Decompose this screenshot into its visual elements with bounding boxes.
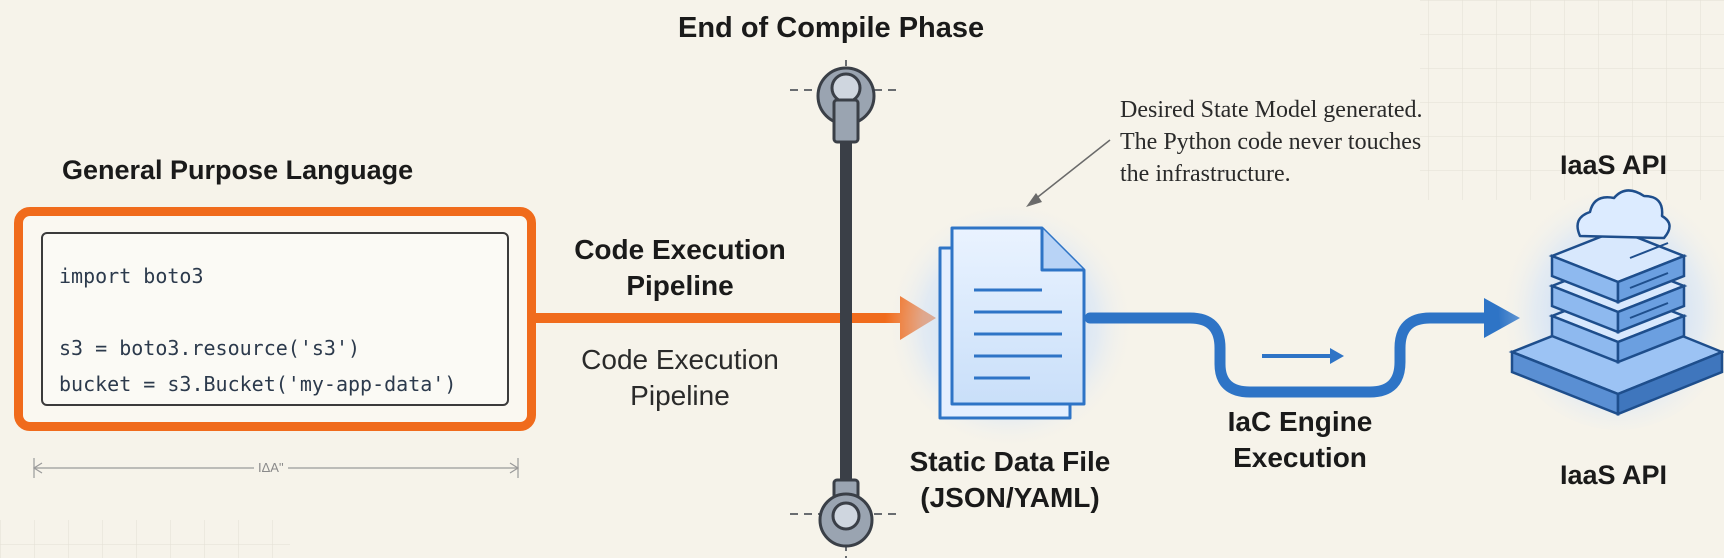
grid-patch-bottom-left — [0, 520, 290, 558]
iac-engine-pipe — [1084, 298, 1520, 398]
desired-state-callout: Desired State Model generated. The Pytho… — [1120, 97, 1423, 187]
code-line: bucket = s3.Bucket('my-app-data') — [59, 372, 457, 396]
cloud-icon — [1576, 189, 1671, 240]
pipeline-label-bold: Code Execution Pipeline — [574, 234, 786, 301]
callout-pointer — [1026, 139, 1111, 207]
code-editor: import boto3 s3 = boto3.resource('s3') b… — [41, 232, 509, 406]
iaas-api-label-bottom: IaaS API — [1560, 460, 1668, 490]
code-line: s3 = boto3.resource('s3') — [59, 336, 361, 360]
server-stack-icon — [1508, 228, 1724, 416]
pipeline-label-plain: Code Execution Pipeline — [581, 344, 779, 411]
barrier-handle-icon — [818, 478, 874, 548]
iac-engine-label: IaC Engine Execution — [1227, 406, 1373, 473]
dimension-label: ΙΔΑ" — [254, 460, 288, 475]
general-purpose-language-heading: General Purpose Language — [62, 155, 414, 185]
iaas-api-label-top: IaaS API — [1560, 150, 1668, 180]
grid-patch-top-right — [1420, 0, 1724, 200]
document-icon — [938, 226, 1086, 420]
code-block: import boto3 s3 = boto3.resource('s3') b… — [14, 207, 536, 431]
static-data-file-label: Static Data File (JSON/YAML) — [909, 446, 1111, 513]
code-line: import boto3 — [59, 264, 204, 288]
compile-phase-title: End of Compile Phase — [678, 12, 985, 44]
code-line — [59, 294, 491, 330]
barrier-handle-icon — [816, 66, 876, 144]
